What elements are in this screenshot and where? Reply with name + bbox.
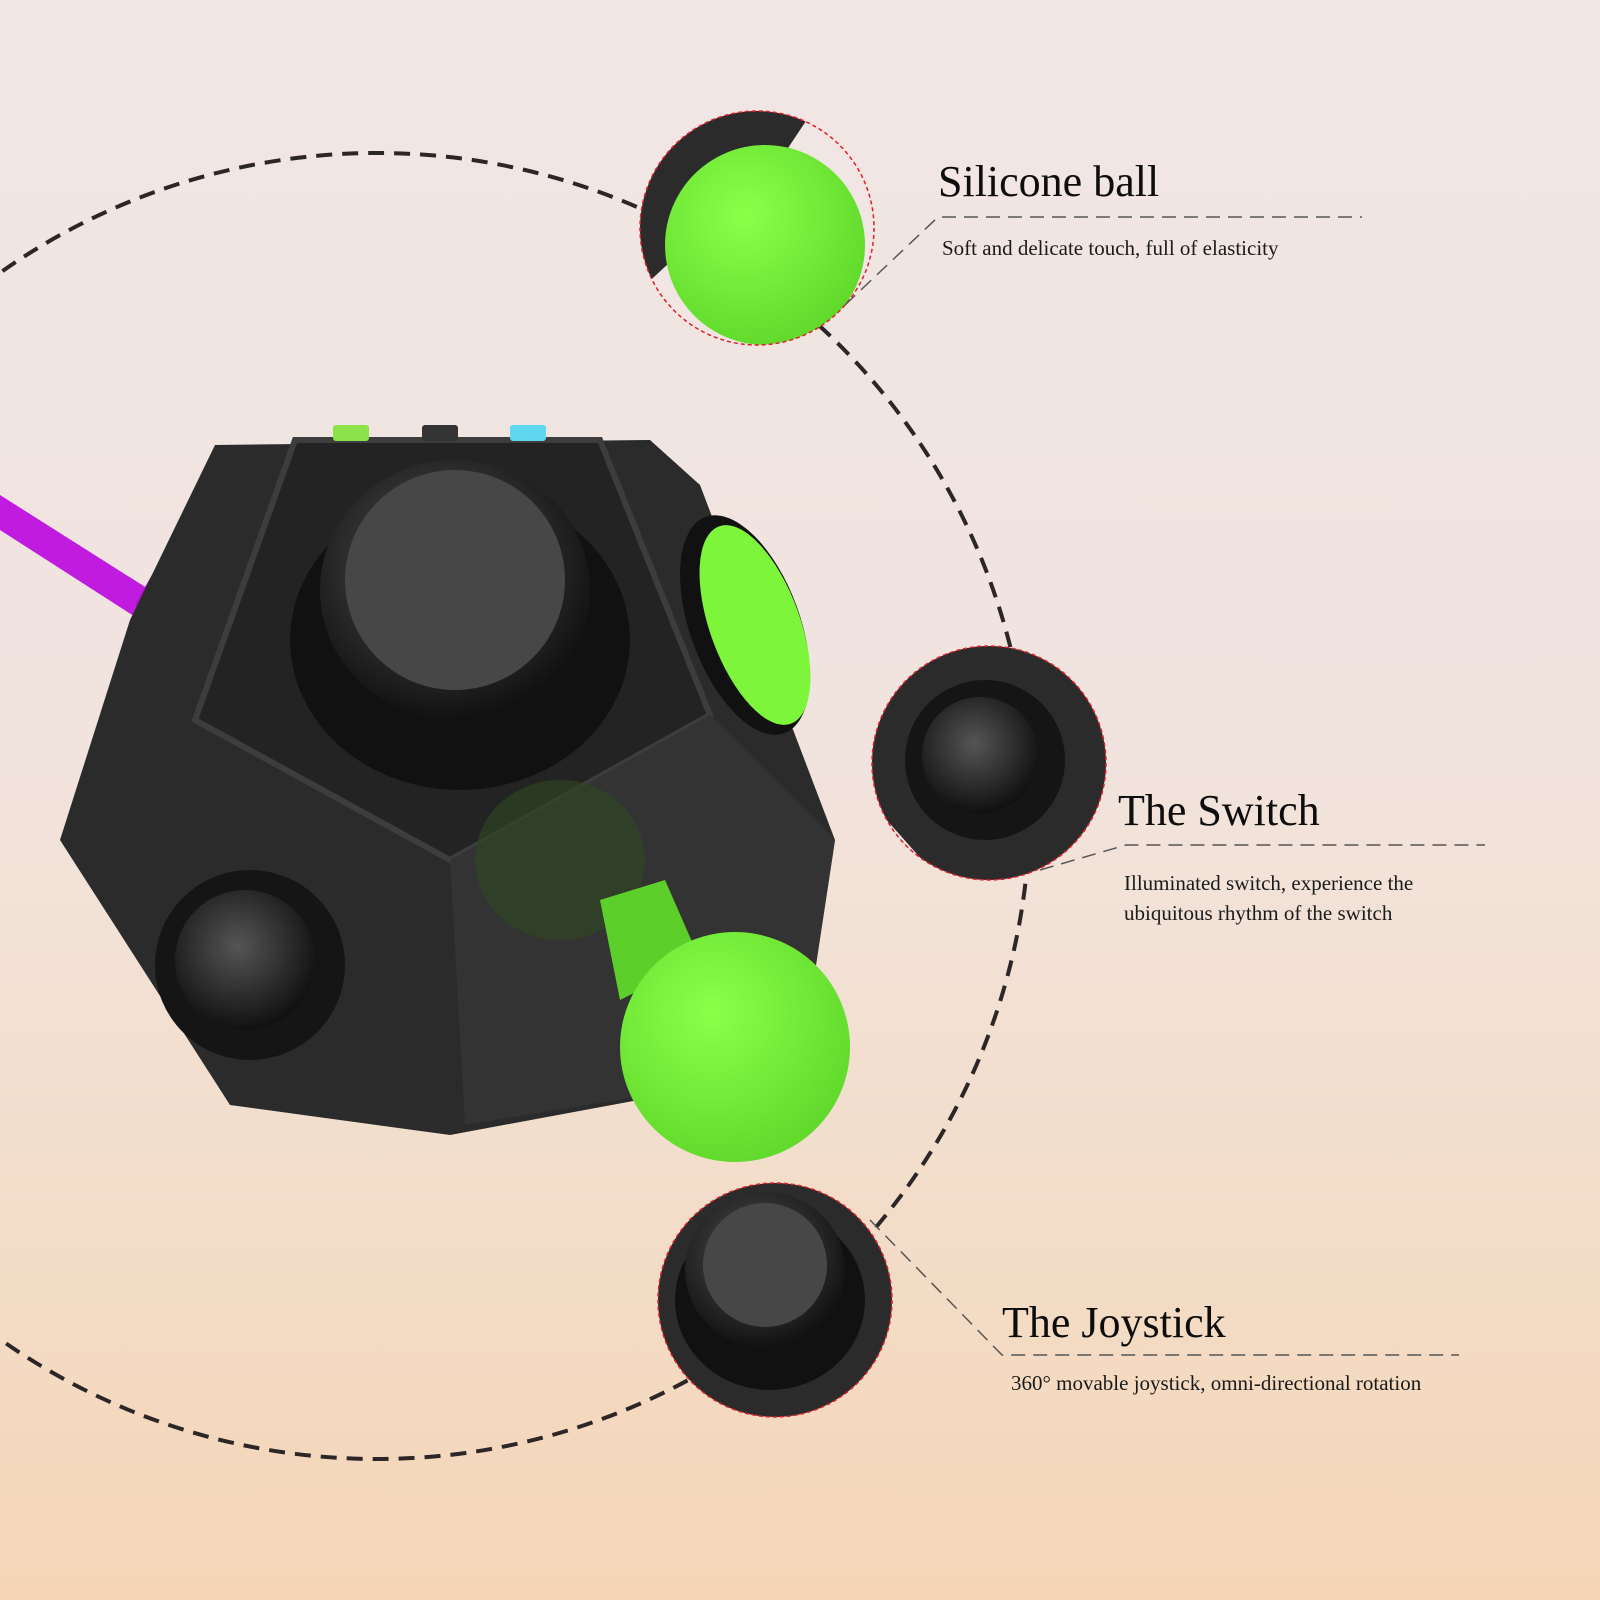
feature-title-silicone-ball: Silicone ball [938,157,1160,206]
silicone-ball [620,932,850,1162]
feature-desc-switch: Illuminated switch, experience the ubiqu… [1124,868,1413,928]
feature-desc-line: Illuminated switch, experience the [1124,871,1414,895]
feature-desc-line: ubiquitous rhythm of the switch [1124,901,1393,925]
leader-lines [844,216,1485,1356]
feature-title-switch: The Switch [1118,786,1320,835]
zoom-circle-silicone-ball [639,110,875,346]
feature-title-joystick: The Joystick [1002,1298,1226,1347]
feature-desc-silicone-ball: Soft and delicate touch, full of elastic… [942,236,1279,260]
feature-desc-joystick: 360° movable joystick, omni-directional … [1011,1371,1422,1395]
zoom-circle-switch [871,645,1107,881]
fidget-cube [60,425,850,1162]
zoom-circle-joystick [657,1182,893,1418]
